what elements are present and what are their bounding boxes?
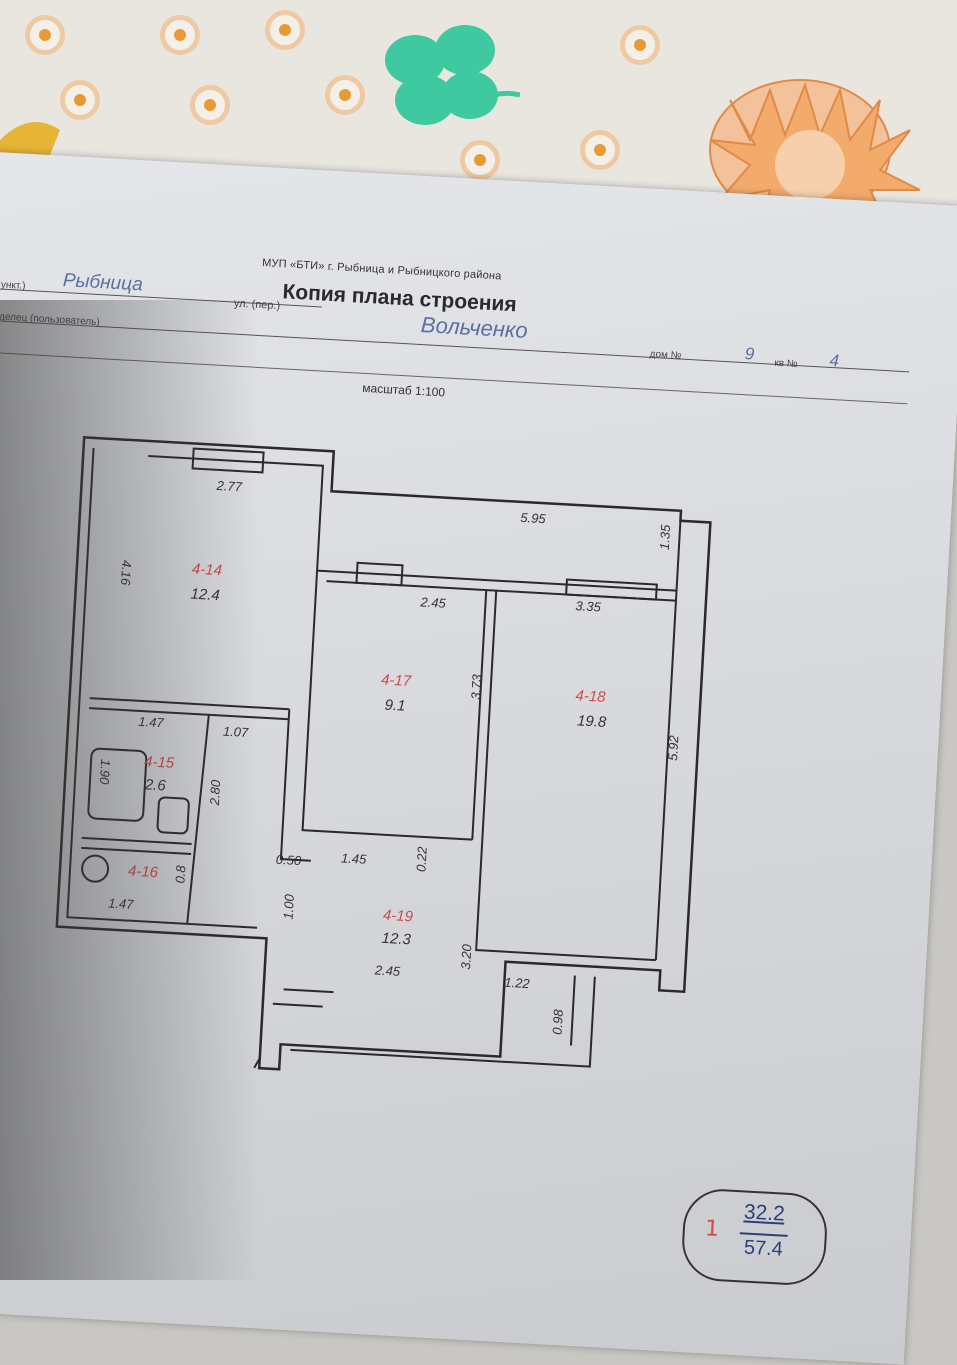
summary-living-area: 32.2	[743, 1200, 786, 1226]
dim-1-00: 1.00	[281, 893, 297, 920]
room-area-4-17: 9.1	[384, 697, 406, 715]
pattern-dot	[620, 25, 660, 65]
dim-3-35: 3.35	[575, 598, 602, 614]
dim-0-22: 0.22	[413, 845, 429, 872]
floor-plan-drawing: 2.77 5.95 4.16 1.35 2.45 3.35 3.73 5.92 …	[55, 436, 712, 1071]
dim-1-90: 1.90	[97, 759, 113, 786]
clover-pattern	[385, 25, 520, 125]
dim-0-50: 0.50	[275, 852, 302, 868]
area-summary: 1 32.2 57.4	[680, 1187, 830, 1287]
pattern-dot	[160, 15, 200, 55]
dim-3-73: 3.73	[468, 673, 484, 700]
dim-2-45b: 2.45	[373, 962, 401, 978]
pattern-dot	[265, 10, 305, 50]
dim-1-22: 1.22	[504, 975, 531, 991]
room-id-4-16: 4-16	[128, 863, 160, 882]
dim-1-47: 1.47	[138, 714, 165, 730]
dim-0-8: 0.8	[172, 864, 188, 884]
pattern-dot	[25, 15, 65, 55]
dim-4-16: 4.16	[118, 560, 134, 587]
room-id-4-14: 4-14	[191, 561, 222, 580]
floor-plan-sheet: МУП «БТИ» г. Рыбница и Рыбницкого района…	[0, 150, 957, 1365]
dim-1-35: 1.35	[657, 523, 673, 550]
pattern-dot	[325, 75, 365, 115]
room-area-4-14: 12.4	[190, 586, 220, 605]
dim-2-80: 2.80	[207, 779, 223, 807]
room-labels: 4-14 12.4 4-17 9.1 4-18 19.8 4-15 2.6 4-…	[128, 561, 608, 949]
pattern-dot	[60, 80, 100, 120]
dim-0-98: 0.98	[550, 1008, 566, 1035]
room-id-4-15: 4-15	[144, 753, 176, 772]
room-id-4-17: 4-17	[381, 671, 413, 690]
yellow-pattern	[0, 122, 60, 160]
dim-5-95: 5.95	[520, 510, 547, 526]
room-area-4-15: 2.6	[143, 776, 166, 794]
pattern-dot	[580, 130, 620, 170]
summary-flat-number: 1	[704, 1216, 720, 1243]
dim-1-45: 1.45	[341, 850, 368, 866]
summary-total-area: 57.4	[743, 1236, 784, 1261]
room-area-4-18: 19.8	[577, 712, 608, 731]
dim-2-77: 2.77	[215, 478, 243, 494]
dimension-labels: 2.77 5.95 4.16 1.35 2.45 3.35 3.73 5.92 …	[97, 478, 682, 1035]
pattern-dot	[190, 85, 230, 125]
dim-1-47b: 1.47	[108, 895, 135, 911]
dim-1-07: 1.07	[223, 724, 250, 740]
room-area-4-19: 12.3	[381, 930, 412, 949]
pattern-dot	[460, 140, 500, 180]
dim-2-45: 2.45	[419, 594, 447, 610]
dim-5-92: 5.92	[665, 734, 681, 761]
room-id-4-19: 4-19	[382, 907, 414, 926]
dim-3-20: 3.20	[458, 943, 474, 970]
room-id-4-18: 4-18	[575, 687, 607, 706]
